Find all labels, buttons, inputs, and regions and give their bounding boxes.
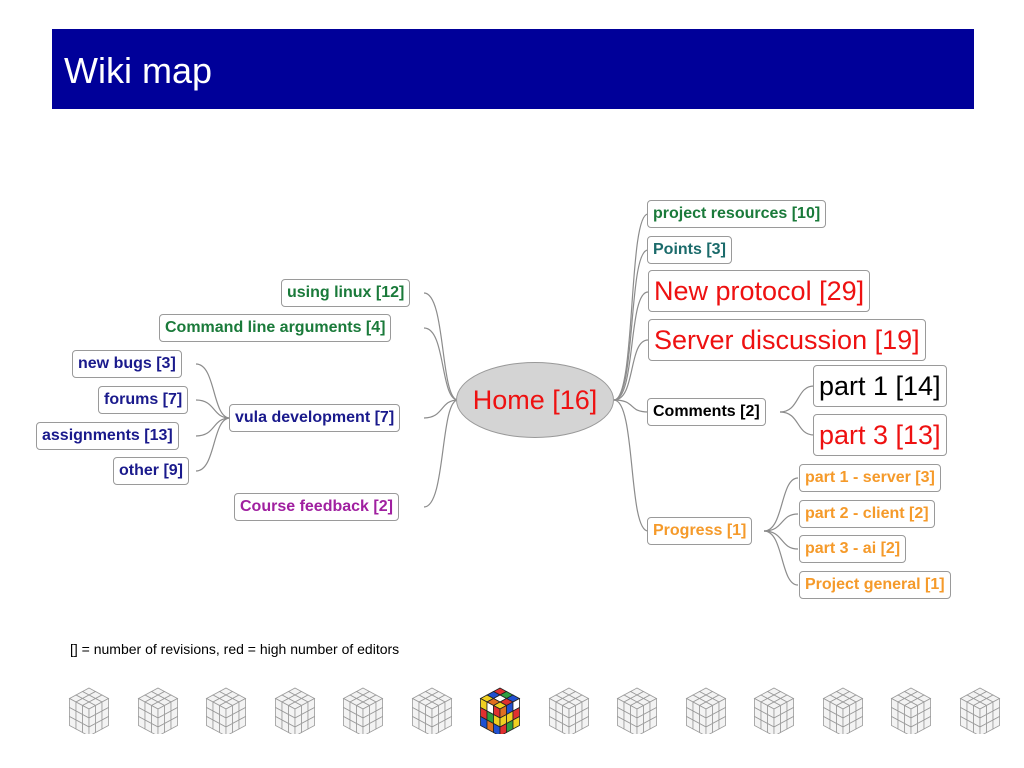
connector-vula: [423, 399, 459, 419]
node-forums[interactable]: forums [7]: [98, 386, 189, 414]
node-server-discussion[interactable]: Server discussion [19]: [648, 319, 926, 361]
connector-progress: [613, 399, 649, 532]
node-project-general[interactable]: Project general [1]: [799, 571, 951, 599]
connector-using-linux: [423, 292, 459, 401]
connector-project-general: [763, 530, 799, 586]
node-comments[interactable]: Comments [2]: [647, 398, 766, 426]
rubiks-cube-color-icon: [479, 687, 521, 734]
node-new-bugs[interactable]: new bugs [3]: [72, 350, 182, 378]
connector-part3: [779, 411, 815, 436]
connector-course-feedback: [423, 399, 459, 508]
rubiks-cube-icon: [890, 687, 932, 734]
rubiks-cube-icon: [411, 687, 452, 734]
connector-new-protocol: [613, 291, 649, 401]
rubiks-cube-icon: [68, 687, 110, 734]
connector-part3-ai: [763, 530, 799, 550]
rubiks-cube-icon: [137, 687, 178, 734]
title-bar: Wiki map: [52, 29, 974, 109]
node-part-3[interactable]: part 3 [13]: [813, 414, 947, 456]
legend-text: [] = number of revisions, red = high num…: [70, 641, 400, 657]
rubiks-cube-icon: [753, 687, 795, 734]
connector-forums: [195, 399, 231, 419]
connector-part1: [779, 385, 815, 413]
node-course-feedback[interactable]: Course feedback [2]: [234, 493, 399, 521]
node-points[interactable]: Points [3]: [647, 236, 732, 264]
footer-cube-strip: [64, 684, 1000, 744]
rubiks-cube-icon: [685, 687, 726, 734]
node-part-2-client[interactable]: part 2 - client [2]: [799, 500, 935, 528]
rubiks-cube-icon: [822, 687, 863, 734]
connector-command-line: [423, 327, 459, 401]
home-node[interactable]: Home [16]: [456, 362, 614, 438]
connector-project-resources: [613, 213, 649, 401]
rubiks-cube-icon: [548, 687, 589, 734]
connector-assignments: [195, 417, 231, 437]
connector-comments: [613, 399, 649, 413]
node-other[interactable]: other [9]: [113, 457, 189, 485]
node-progress[interactable]: Progress [1]: [647, 517, 753, 545]
connector-part2-client: [763, 513, 799, 532]
node-assignments[interactable]: assignments [13]: [36, 422, 179, 450]
rubiks-cube-icon: [274, 687, 315, 734]
rubiks-cube-icon: [205, 687, 247, 734]
node-vula-development[interactable]: vula development [7]: [229, 404, 401, 432]
connector-new-bugs: [195, 363, 231, 419]
node-part-1[interactable]: part 1 [14]: [813, 365, 947, 407]
connector-points: [613, 249, 649, 401]
connector-part1-server: [763, 477, 799, 532]
node-new-protocol[interactable]: New protocol [29]: [648, 270, 871, 312]
page-title: Wiki map: [64, 50, 213, 91]
node-using-linux[interactable]: using linux [12]: [281, 279, 411, 307]
rubiks-cube-icon: [616, 687, 658, 734]
node-project-resources[interactable]: project resources [10]: [647, 200, 827, 228]
connector-other: [195, 417, 231, 472]
node-part-3-ai[interactable]: part 3 - ai [2]: [799, 535, 907, 563]
connector-server-discussion: [613, 339, 649, 401]
node-command-line-arguments[interactable]: Command line arguments [4]: [159, 314, 392, 342]
rubiks-cube-icon: [959, 687, 1000, 734]
rubiks-cube-icon: [342, 687, 384, 734]
node-part-1-server[interactable]: part 1 - server [3]: [799, 464, 941, 492]
